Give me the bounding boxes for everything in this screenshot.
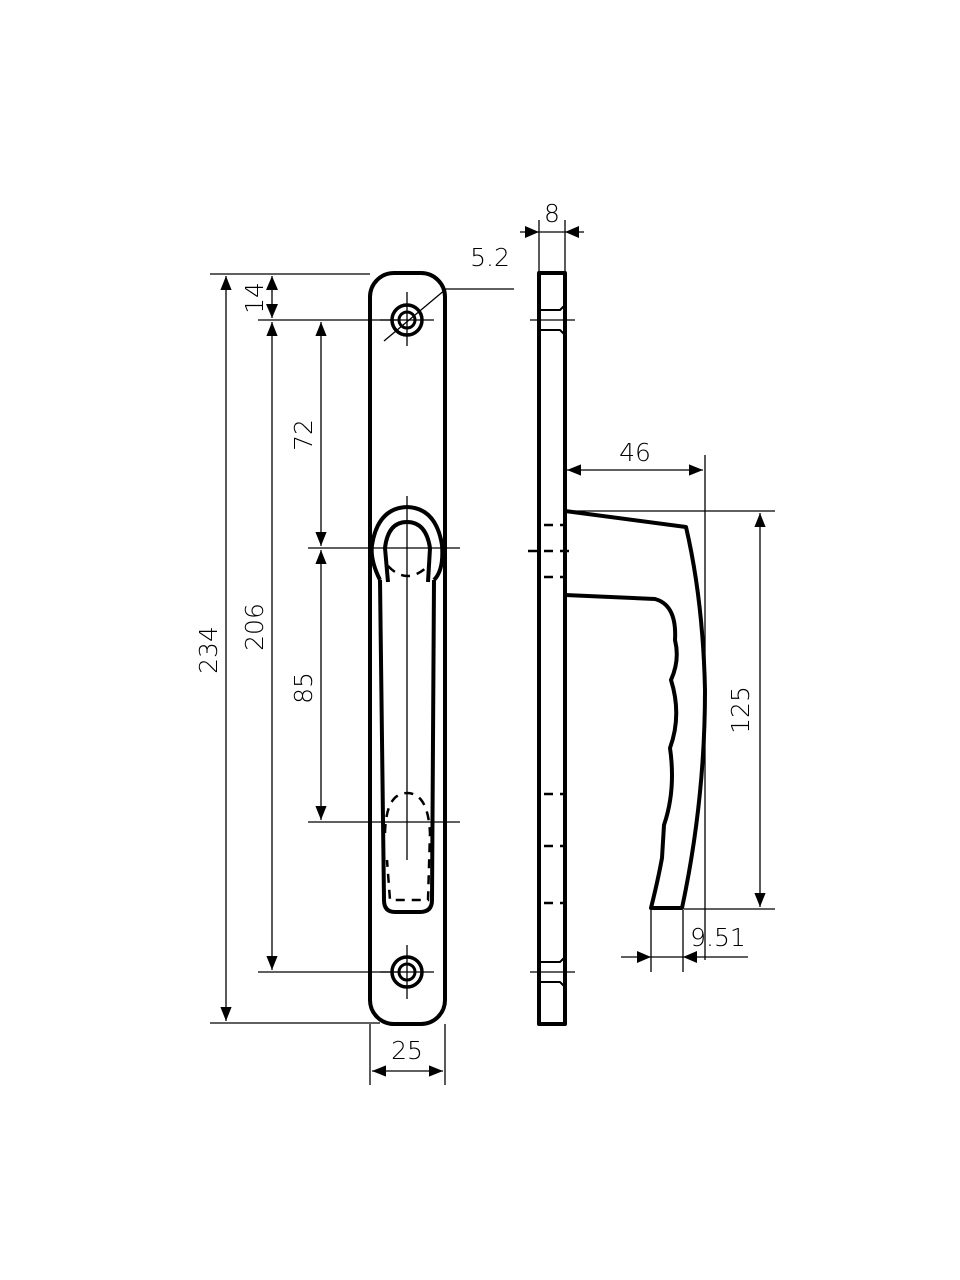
dim-handle-tip-width: 9.51 bbox=[690, 923, 746, 952]
handle-side bbox=[564, 509, 707, 910]
dim-handle-projection: 46 bbox=[619, 438, 651, 467]
handle-front bbox=[308, 496, 460, 914]
dim-pivot-to-lower: 85 bbox=[289, 672, 318, 704]
dim-plate-width: 25 bbox=[391, 1036, 423, 1065]
dim-plate-thickness: 8 bbox=[544, 199, 560, 228]
dim-handle-length: 125 bbox=[726, 686, 755, 734]
front-view bbox=[308, 271, 460, 1026]
dimensions: 234 206 14 72 85 5.2 25 8 46 bbox=[194, 199, 775, 1085]
dim-top-offset: 14 bbox=[240, 282, 269, 314]
dim-hole-diameter: 5.2 bbox=[470, 243, 510, 272]
dim-upper-to-pivot: 72 bbox=[289, 419, 318, 451]
side-view bbox=[528, 271, 707, 1026]
backplate-front bbox=[368, 271, 447, 1026]
dim-total-length: 234 bbox=[194, 626, 223, 674]
backplate-side bbox=[537, 271, 567, 1026]
dim-hole-spacing: 206 bbox=[240, 603, 269, 651]
